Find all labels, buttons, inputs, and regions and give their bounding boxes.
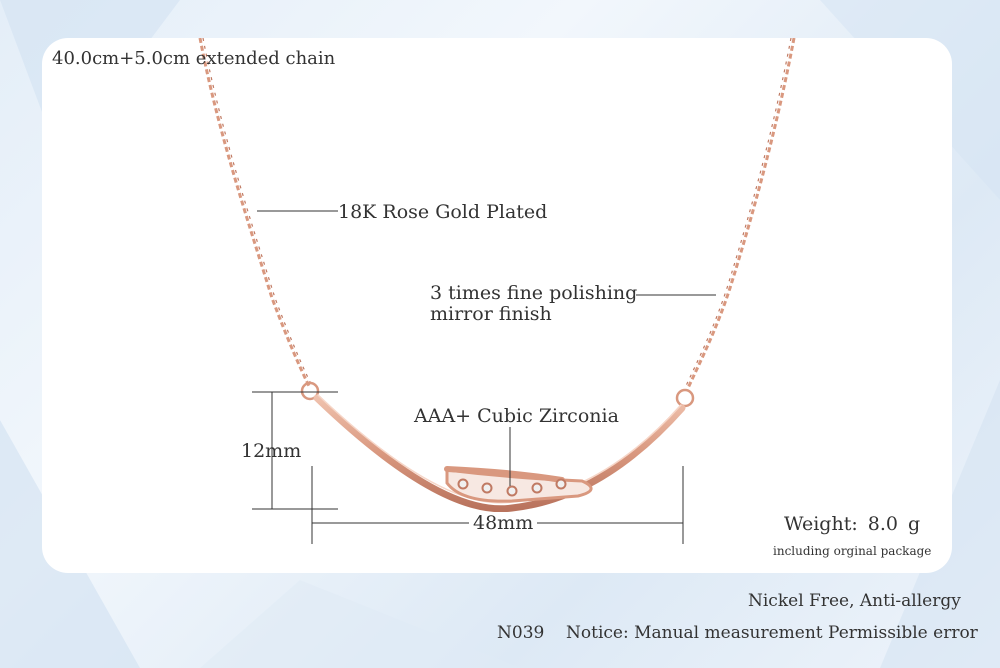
height-dimension-label: 12mm xyxy=(241,440,302,462)
width-dimension-label: 48mm xyxy=(469,512,538,534)
polishing-label: 3 times fine polishing mirror finish xyxy=(430,283,637,325)
zirconia-stones xyxy=(457,478,567,497)
weight-label: Weight: 8.0 g xyxy=(784,513,921,535)
measurement-notice: Notice: Manual measurement Permissible e… xyxy=(566,623,978,643)
necklace-illustration xyxy=(198,38,796,544)
package-note: including orginal package xyxy=(773,544,932,558)
polishing-line-1: 3 times fine polishing xyxy=(430,282,638,304)
product-code: N039 xyxy=(497,623,545,643)
product-card: 40.0cm+5.0cm extended chain 18K Rose Gol… xyxy=(42,38,952,573)
stones-label: AAA+ Cubic Zirconia xyxy=(414,405,619,427)
chain-length-label: 40.0cm+5.0cm extended chain xyxy=(52,48,336,69)
feature-label: Nickel Free, Anti-allergy xyxy=(748,591,961,611)
polishing-line-2: mirror finish xyxy=(430,303,552,325)
plating-label: 18K Rose Gold Plated xyxy=(338,201,548,223)
